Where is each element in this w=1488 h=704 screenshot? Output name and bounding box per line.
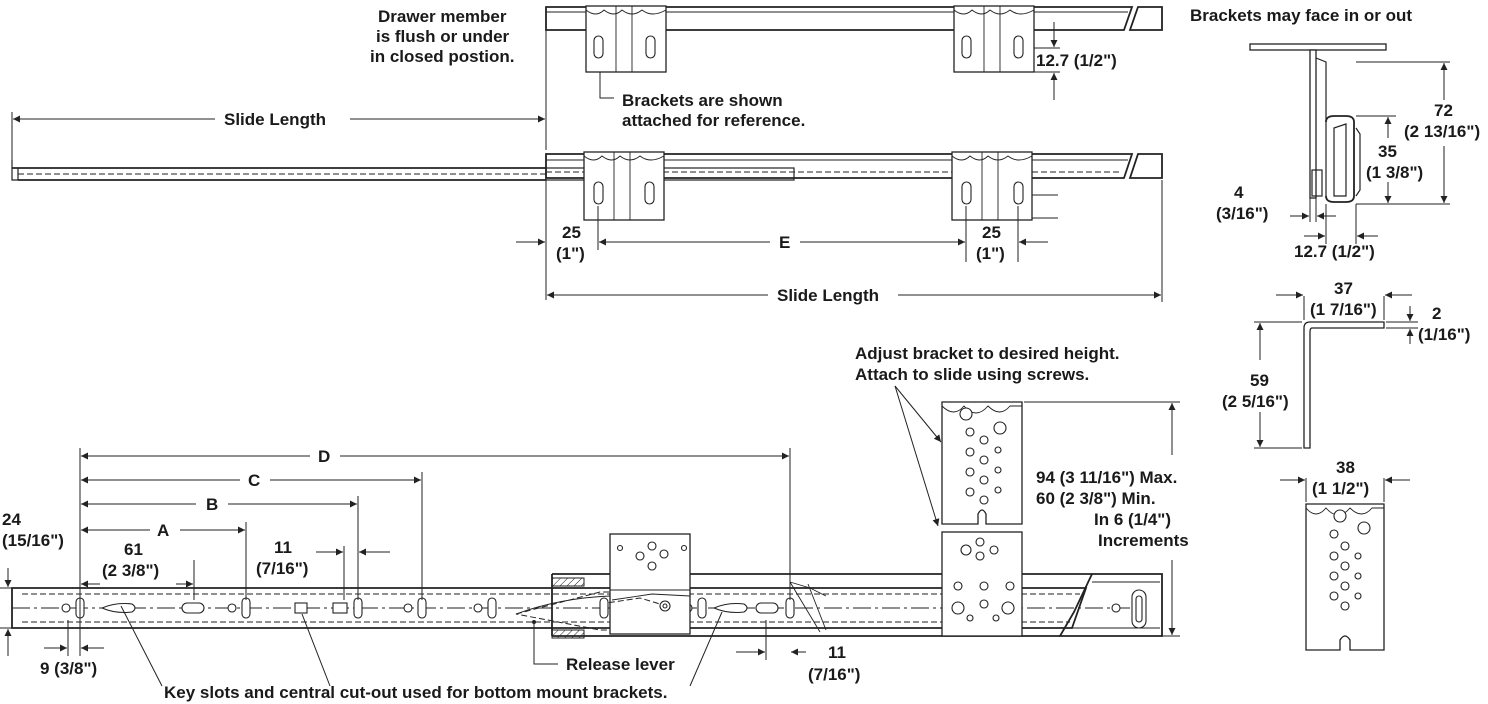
dim-35-inch: (1 3/8") bbox=[1366, 163, 1423, 182]
dim-4-inch: (3/16") bbox=[1216, 204, 1268, 223]
dim-a: A bbox=[157, 521, 169, 540]
dim-b: B bbox=[206, 495, 218, 514]
dim-9: 9 (3/8") bbox=[40, 659, 97, 678]
dim-slide-length-bottom: Slide Length bbox=[777, 286, 879, 305]
dim-25-right-value: 25 bbox=[982, 223, 1001, 242]
dim-11-top-inch: (7/16") bbox=[256, 559, 308, 578]
dim-37-value: 37 bbox=[1334, 279, 1353, 298]
dim-11-top-value: 11 bbox=[274, 538, 292, 557]
dim-12-7-side: 12.7 (1/2") bbox=[1294, 242, 1375, 261]
dim-61-inch: (2 3/8") bbox=[102, 561, 159, 580]
dim-25-right-inch: (1") bbox=[976, 244, 1005, 263]
dim-72-value: 72 bbox=[1434, 101, 1453, 120]
dim-d: D bbox=[318, 447, 330, 466]
central-bracket bbox=[599, 533, 691, 635]
dim-slide-length-top: Slide Length bbox=[224, 110, 326, 129]
dim-slide-length-bottom-group: Slide Length bbox=[547, 180, 1163, 305]
note-release-lever: Release lever bbox=[566, 655, 675, 674]
bracket-mid-right bbox=[951, 151, 1033, 221]
dim-59-inch: (2 5/16") bbox=[1222, 392, 1289, 411]
upper-adjust-bracket bbox=[941, 401, 1023, 525]
dim-38-value: 38 bbox=[1336, 458, 1355, 477]
bottom-slide-view bbox=[11, 531, 1163, 665]
dim-59-value: 59 bbox=[1250, 371, 1269, 390]
dim-61-value: 61 bbox=[124, 540, 143, 559]
dim-12-7-top: 12.7 (1/2") bbox=[1036, 51, 1117, 70]
abcd-dim-group bbox=[0, 448, 806, 660]
note-drawer-member-1: Drawer member bbox=[378, 7, 507, 26]
dim-25-left-value: 25 bbox=[562, 223, 581, 242]
note-adjust-bracket-1: Adjust bracket to desired height. bbox=[855, 344, 1120, 363]
dim-slide-length-top-group: Slide Length bbox=[11, 30, 547, 160]
dim-bracket-spacing-group: 25 (1") E 25 (1") bbox=[516, 180, 1048, 300]
bracket-top-left bbox=[585, 5, 667, 73]
dim-c: C bbox=[248, 471, 260, 490]
note-brackets-face: Brackets may face in or out bbox=[1190, 6, 1412, 25]
note-drawer-member-3: in closed postion. bbox=[370, 47, 515, 66]
dim-72-inch: (2 13/16") bbox=[1404, 122, 1480, 141]
dim-e: E bbox=[779, 233, 790, 252]
note-drawer-member-2: is flush or under bbox=[376, 27, 510, 46]
dim-25-left-inch: (1") bbox=[556, 244, 585, 263]
dim-range-max: 94 (3 11/16") Max. bbox=[1036, 468, 1177, 487]
note-brackets-shown-1: Brackets are shown bbox=[622, 91, 783, 110]
range-dim-group bbox=[1024, 401, 1180, 637]
note-key-slots: Key slots and central cut-out used for b… bbox=[164, 683, 667, 702]
side-profile bbox=[1249, 43, 1450, 244]
dim-35-value: 35 bbox=[1378, 142, 1397, 161]
dim-2-inch: (1/16") bbox=[1418, 325, 1470, 344]
dim-range-step: In 6 (1/4") bbox=[1094, 510, 1171, 529]
middle-view-extended bbox=[11, 151, 1163, 221]
top-view-closed: 12.7 (1/2") bbox=[545, 5, 1163, 100]
note-brackets-shown-2: attached for reference. bbox=[622, 111, 805, 130]
dim-11-bottom-inch: (7/16") bbox=[808, 665, 860, 684]
dim-range-increments: Increments bbox=[1098, 531, 1189, 550]
dim-37-inch: (1 7/16") bbox=[1310, 300, 1377, 319]
dim-2-value: 2 bbox=[1432, 304, 1441, 323]
dim-4-value: 4 bbox=[1234, 183, 1244, 202]
dim-38-inch: (1 1/2") bbox=[1312, 479, 1369, 498]
flat-bracket bbox=[1280, 476, 1410, 651]
note-adjust-bracket-2: Attach to slide using screws. bbox=[855, 365, 1089, 384]
dim-24-inch: (15/16") bbox=[2, 531, 64, 550]
l-bracket-profile bbox=[1254, 291, 1418, 449]
dim-11-bottom-value: 11 bbox=[828, 643, 846, 662]
bracket-mid-left bbox=[583, 151, 665, 221]
lower-adjust-bracket bbox=[941, 531, 1023, 637]
bracket-top-right bbox=[953, 5, 1035, 73]
dim-24-value: 24 bbox=[2, 510, 21, 529]
dim-range-min: 60 (2 3/8") Min. bbox=[1036, 489, 1156, 508]
